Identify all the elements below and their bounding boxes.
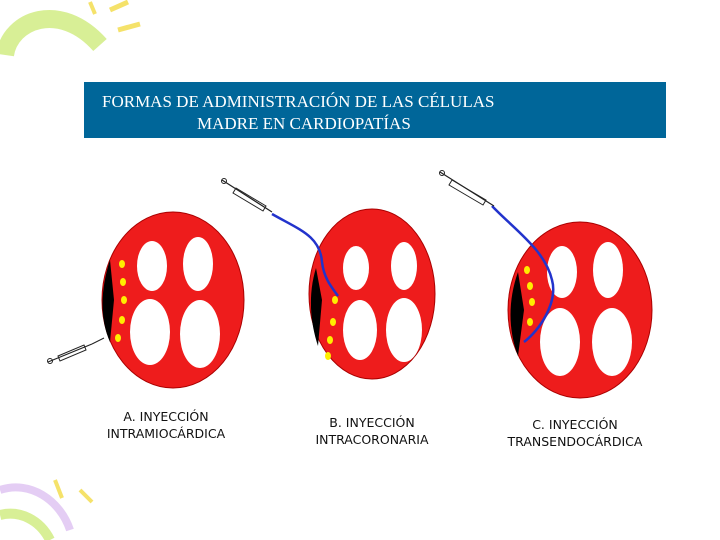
caption-c: C. INYECCIÓN TRANSENDOCÁRDICA bbox=[500, 416, 650, 450]
chamber-a3 bbox=[130, 299, 170, 365]
caption-a-line2: INTRAMIOCÁRDICA bbox=[106, 426, 226, 441]
chamber-a4 bbox=[180, 300, 220, 368]
stem-cell bbox=[325, 352, 331, 360]
heart-a bbox=[47, 211, 245, 389]
stem-cell bbox=[527, 318, 533, 326]
stem-cell bbox=[524, 266, 530, 274]
stem-cell bbox=[327, 336, 333, 344]
heart-body-c bbox=[507, 221, 653, 399]
chamber-b1 bbox=[343, 246, 369, 290]
chamber-c3 bbox=[540, 308, 580, 376]
stem-cell bbox=[120, 278, 126, 286]
caption-b-line1: B. INYECCIÓN bbox=[329, 415, 415, 430]
syringe-a bbox=[47, 337, 105, 364]
title-banner: FORMAS DE ADMINISTRACIÓN DE LAS CÉLULAS … bbox=[84, 82, 666, 138]
caption-b-line2: INTRACORONARIA bbox=[315, 432, 429, 447]
catheter-c bbox=[491, 205, 555, 343]
stem-cell bbox=[330, 318, 336, 326]
chamber-b2 bbox=[391, 242, 417, 290]
corner-decoration-bottom bbox=[0, 479, 94, 540]
scar-region-a bbox=[102, 260, 114, 342]
scar-region-b bbox=[310, 268, 322, 346]
stem-cell bbox=[529, 298, 535, 306]
syringe-b bbox=[221, 178, 273, 213]
chamber-c1 bbox=[547, 246, 577, 298]
chamber-a1 bbox=[137, 241, 167, 291]
syringe-c bbox=[439, 170, 495, 207]
scar-region-c bbox=[510, 272, 524, 356]
stem-cell bbox=[119, 316, 125, 324]
caption-a-line1: A. INYECCIÓN bbox=[123, 409, 209, 424]
stem-cell bbox=[121, 296, 127, 304]
chamber-b4 bbox=[386, 298, 422, 362]
catheter-b bbox=[271, 212, 340, 297]
stem-cell bbox=[527, 282, 533, 290]
chamber-a2 bbox=[183, 237, 213, 291]
title-line-1: FORMAS DE ADMINISTRACIÓN DE LAS CÉLULAS bbox=[102, 92, 495, 111]
stem-cell bbox=[119, 260, 125, 268]
heart-b bbox=[221, 178, 436, 380]
corner-decoration-top bbox=[0, 0, 141, 58]
chamber-b3 bbox=[343, 300, 377, 360]
stem-cell bbox=[115, 334, 121, 342]
title-line-2: MADRE EN CARDIOPATÍAS bbox=[197, 114, 411, 133]
caption-c-line2: TRANSENDOCÁRDICA bbox=[507, 434, 643, 449]
caption-a: A. INYECCIÓN INTRAMIOCÁRDICA bbox=[96, 408, 236, 442]
chamber-c2 bbox=[593, 242, 623, 298]
stem-cell bbox=[332, 296, 338, 304]
caption-b: B. INYECCIÓN INTRACORONARIA bbox=[302, 414, 442, 448]
chamber-c4 bbox=[592, 308, 632, 376]
heart-c bbox=[439, 170, 653, 399]
caption-c-line1: C. INYECCIÓN bbox=[532, 417, 618, 432]
